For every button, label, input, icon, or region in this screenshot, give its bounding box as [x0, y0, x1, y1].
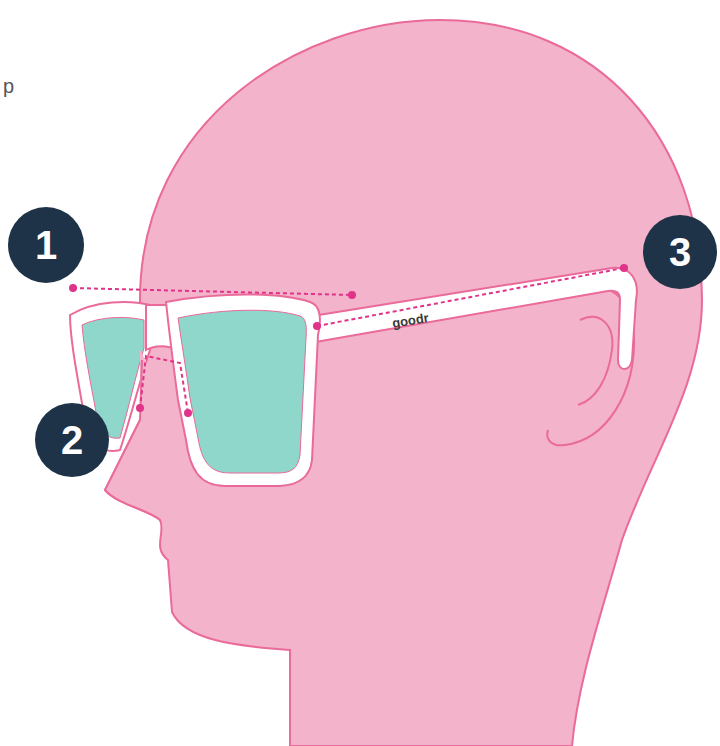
callout-circle: 3: [643, 215, 717, 289]
near-frame: [166, 295, 320, 487]
callout-number: 2: [61, 420, 83, 460]
head-silhouette: [105, 20, 702, 746]
leader-dot: [184, 409, 192, 417]
callout-number: 1: [35, 225, 57, 265]
callout-number: 3: [669, 232, 691, 272]
cropped-text: p: [3, 76, 14, 96]
leader-dots: [69, 264, 628, 417]
temple-arm: [300, 268, 637, 369]
leader-dot: [313, 322, 321, 330]
ear-inner: [578, 317, 612, 405]
leader-dot: [69, 284, 77, 292]
leader-dot: [136, 404, 144, 412]
leader-dot: [348, 291, 356, 299]
leader-lines: [73, 268, 624, 413]
nose: [105, 350, 176, 520]
leader-line-width: [73, 288, 352, 295]
near-lens: [178, 310, 306, 473]
callout-circle: 1: [8, 207, 84, 283]
nose-outline: [105, 360, 160, 520]
leader-dot: [620, 264, 628, 272]
leader-line-bridge: [140, 356, 188, 413]
leader-line-temple: [317, 268, 624, 326]
callout-circle: 2: [35, 403, 109, 477]
